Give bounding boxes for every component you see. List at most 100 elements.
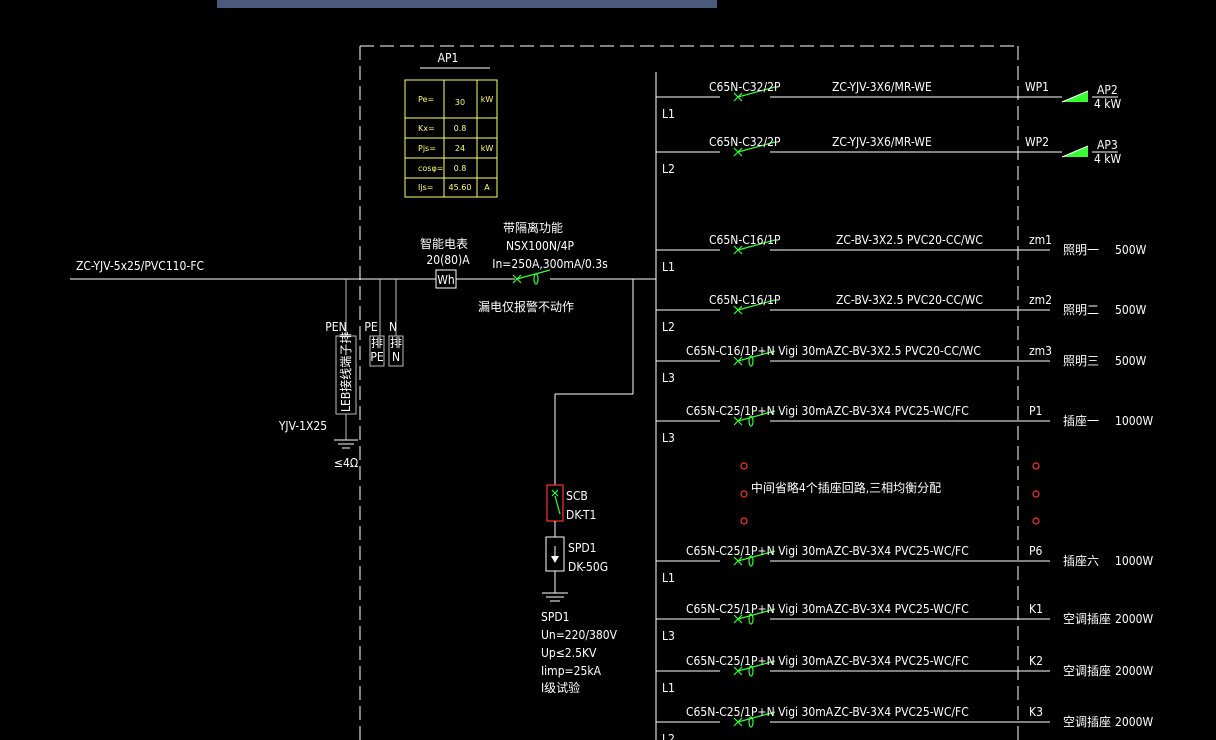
circuit-id: zm3 — [1029, 344, 1052, 358]
circuit-cable: ZC-YJV-3X6/MR-WE — [832, 135, 932, 149]
n-bar — [388, 335, 404, 367]
circuit-load: AP3 — [1097, 138, 1118, 152]
table-row-value: 45.60 — [449, 183, 472, 192]
circuit-breaker: C65N-C32/2P — [709, 135, 781, 149]
omitted-note: 中间省略4个插座回路,三相均衡分配 — [751, 480, 941, 495]
circuit-cable: ZC-BV-3X4 PVC25-WC/FC — [834, 602, 969, 616]
circuit-phase: L1 — [662, 260, 675, 274]
circuit-cable: ZC-BV-3X2.5 PVC20-CC/WC — [836, 233, 983, 247]
n-bar-text: 排 — [390, 336, 402, 350]
spd-spec-iimp: Iimp=25kA — [541, 664, 602, 678]
circuit-breaker: C65N-C16/1P — [709, 293, 781, 307]
circuit-phase: L2 — [662, 320, 675, 334]
breaker-symbol — [733, 141, 776, 157]
circuit-load: 照明一 — [1063, 243, 1099, 257]
circuit-load: 插座六 — [1063, 553, 1099, 568]
ground-resistance: ≤4Ω — [334, 456, 358, 470]
panel-name: AP1 — [438, 51, 459, 65]
circuit-power: 2000W — [1115, 612, 1153, 626]
table-row-unit: A — [484, 183, 490, 192]
breaker-symbol — [733, 350, 776, 367]
grounding-group: PEN PE N LEB接线端子排 排 PE 排 N YJV-1X25 ≤4Ω — [278, 279, 404, 470]
spd-spec-up: Up≤2.5KV — [541, 646, 597, 660]
circuit-breaker: C65N-C16/1P+N Vigi 30mA — [686, 344, 834, 358]
main-breaker-model: NSX100N/4P — [506, 239, 575, 253]
meter-rating: 20(80)A — [426, 253, 470, 267]
table-row-label: Ijs= — [418, 183, 433, 192]
table-row-value: 24 — [455, 144, 465, 153]
spd-branch: SCB DK-T1 SPD1 DK-50G SPD1 Un=220/380V U… — [541, 279, 634, 695]
scb-label: SCB — [566, 489, 588, 503]
circuit-load: 空调插座 — [1063, 611, 1111, 626]
spd-label: SPD1 — [568, 541, 597, 555]
spd-spec-class: I级试验 — [541, 680, 580, 695]
circuit-load: 插座一 — [1063, 413, 1099, 428]
circuit-cable: ZC-BV-3X4 PVC25-WC/FC — [834, 705, 969, 719]
circuit-id: WP2 — [1025, 135, 1049, 149]
circuit-id: zm1 — [1029, 233, 1052, 247]
circuit-power: 500W — [1115, 303, 1147, 317]
circuit-id: K1 — [1029, 602, 1043, 616]
circuit-phase: L1 — [662, 107, 675, 121]
n-bar-label: N — [392, 350, 400, 364]
circuit-cable: ZC-BV-3X4 PVC25-WC/FC — [834, 544, 969, 558]
circuit-load: 照明二 — [1063, 303, 1099, 317]
pe-bar-text: 排 — [371, 336, 383, 350]
circuit-id: K2 — [1029, 654, 1043, 668]
table-row-unit: kW — [481, 144, 494, 153]
circuit-load: 照明三 — [1063, 354, 1099, 368]
circuit-load: 空调插座 — [1063, 663, 1111, 678]
circuit-breaker: C65N-C25/1P+N Vigi 30mA — [686, 654, 834, 668]
main-breaker-note: 漏电仅报警不动作 — [478, 299, 574, 314]
circuit-id: P6 — [1029, 544, 1043, 558]
n-label: N — [389, 320, 397, 334]
pe-bar-label: PE — [370, 350, 384, 364]
main-breaker-title: 带隔离功能 — [503, 220, 563, 235]
circuit-cable: ZC-YJV-3X6/MR-WE — [832, 80, 932, 94]
table-row-label: Pe= — [418, 95, 434, 104]
circuit-power: 1000W — [1115, 414, 1153, 428]
meter-title: 智能电表 — [420, 236, 468, 251]
circuit-phase: L1 — [662, 571, 675, 585]
table-row-value: 30 — [455, 98, 465, 107]
breaker-symbol — [733, 410, 776, 427]
circuit-power: 1000W — [1115, 554, 1153, 568]
table-row-unit: kW — [481, 95, 494, 104]
circuit-power: 4 kW — [1094, 152, 1122, 166]
circuit-id: zm2 — [1029, 293, 1052, 307]
table-row-label: Kx= — [418, 124, 435, 133]
scb-model: DK-T1 — [566, 508, 596, 522]
circuit-id: K3 — [1029, 705, 1043, 719]
circuit-load: AP2 — [1097, 83, 1118, 97]
scb-box — [546, 484, 564, 522]
spd-model: DK-50G — [568, 560, 608, 574]
breaker-symbol — [733, 660, 776, 677]
circuit-cable: ZC-BV-3X4 PVC25-WC/FC — [834, 654, 969, 668]
circuit-phase: L2 — [662, 162, 675, 176]
table-row-value: 0.8 — [454, 124, 467, 133]
breaker-symbol — [733, 711, 776, 728]
circuit-phase: L1 — [662, 681, 675, 695]
circuit-breaker: C65N-C25/1P+N Vigi 30mA — [686, 544, 834, 558]
circuit-power: 500W — [1115, 243, 1147, 257]
top-bar — [217, 0, 717, 8]
circuit-phase: L3 — [662, 371, 675, 385]
circuit-cable: ZC-BV-3X2.5 PVC20-CC/WC — [834, 344, 981, 358]
pe-label: PE — [364, 320, 378, 334]
main-breaker-symbol — [512, 269, 551, 285]
circuit-breaker: C65N-C25/1P+N Vigi 30mA — [686, 602, 834, 616]
spd-spec-title: SPD1 — [541, 610, 570, 624]
circuit-cable: ZC-BV-3X4 PVC25-WC/FC — [834, 404, 969, 418]
breaker-symbol — [733, 608, 776, 625]
circuit-load: 空调插座 — [1063, 714, 1111, 729]
